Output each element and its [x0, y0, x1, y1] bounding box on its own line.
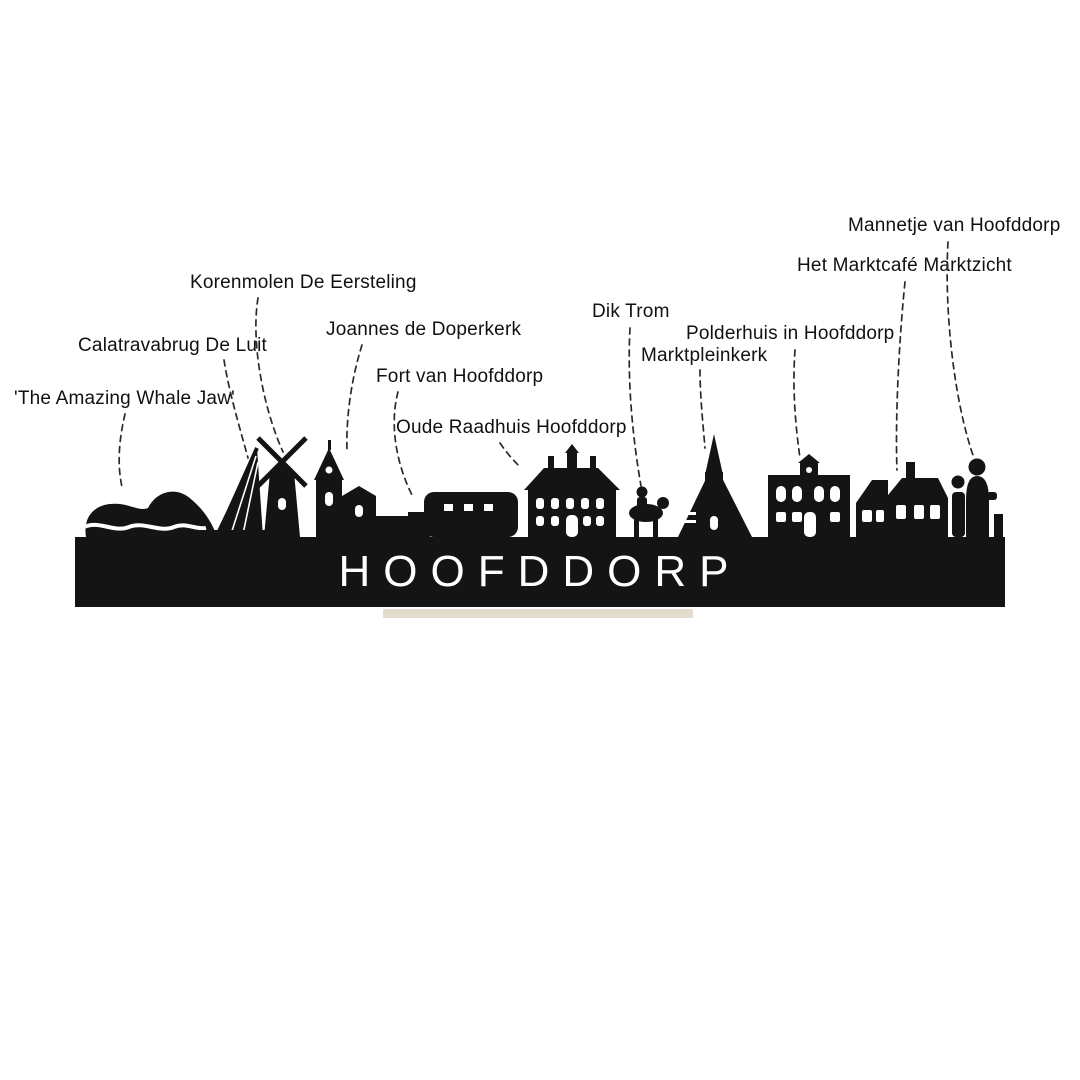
leader-marktcafe: [895, 281, 906, 471]
whale-jaw-silhouette: [83, 491, 218, 537]
dik-trom-silhouette: [629, 486, 669, 537]
label-whale-jaw: 'The Amazing Whale Jaw': [14, 388, 235, 409]
doperkerk-silhouette: [314, 440, 376, 537]
leader-lines: [118, 241, 975, 498]
marktcafe-silhouette: [856, 462, 948, 537]
label-joannes-kerk: Joannes de Doperkerk: [326, 319, 522, 340]
leader-oude-raadhuis: [499, 442, 521, 468]
label-mannetje: Mannetje van Hoofddorp: [848, 215, 1061, 236]
windmill-silhouette: [256, 436, 308, 537]
leader-calatravabrug: [223, 359, 249, 459]
label-dik-trom: Dik Trom: [592, 301, 670, 322]
stand: [383, 609, 693, 618]
leader-mannetje: [946, 241, 975, 459]
leader-marktpleinkerk: [699, 369, 706, 449]
label-marktcafe: Het Marktcafé Marktzicht: [797, 255, 1012, 276]
label-calatravabrug: Calatravabrug De Luit: [78, 335, 268, 356]
label-polderhuis: Polderhuis in Hoofddorp: [686, 323, 895, 344]
base-plate: [75, 537, 1005, 607]
label-marktpleinkerk: Marktpleinkerk: [641, 345, 768, 366]
label-oude-raadhuis: Oude Raadhuis Hoofddorp: [396, 417, 627, 438]
leader-whale-jaw: [118, 413, 126, 488]
raadhuis-silhouette: [524, 444, 620, 537]
mannetje-silhouette: [951, 458, 1003, 537]
polderhuis-silhouette: [768, 454, 850, 537]
fort-silhouette: [408, 492, 518, 537]
leader-korenmolen: [255, 297, 284, 453]
leader-dik-trom: [628, 327, 642, 487]
skyline-silhouette: HOOFDDORP: [75, 434, 1005, 618]
skyline-title: HOOFDDORP: [339, 547, 742, 596]
marktpleinkerk-silhouette: [668, 434, 752, 537]
leader-fort: [393, 391, 414, 498]
label-korenmolen: Korenmolen De Eersteling: [190, 272, 417, 293]
leader-joannes: [346, 344, 363, 451]
label-fort: Fort van Hoofddorp: [376, 366, 544, 387]
calatrava-bridge-silhouette: [200, 447, 272, 537]
leader-polderhuis: [793, 349, 801, 459]
